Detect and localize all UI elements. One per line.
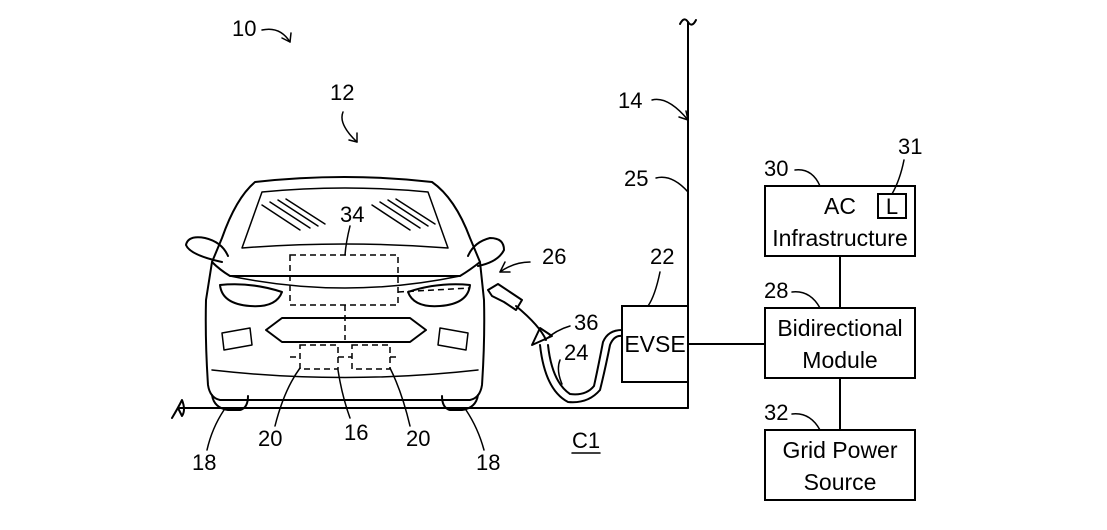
leader-30 [794, 169, 821, 187]
leader-12 [341, 111, 358, 143]
ref-22: 22 [650, 244, 674, 269]
leader-34 [344, 225, 351, 256]
ref-C1: C1 [572, 428, 600, 453]
leader-20-right [389, 367, 411, 427]
ref-34: 34 [340, 202, 364, 227]
charge-plug [487, 283, 523, 311]
load-label: L [886, 194, 898, 219]
ref-36: 36 [574, 310, 598, 335]
bidir-label-line2: Module [802, 347, 877, 373]
ref-20-left: 20 [258, 426, 282, 451]
battery-cell-left [299, 344, 339, 370]
ref-10: 10 [232, 16, 256, 41]
leader-10 [261, 28, 291, 43]
grid-label-line1: Grid Power [782, 437, 897, 463]
ref-30: 30 [764, 156, 788, 181]
leader-18-right [465, 409, 485, 451]
vehicle [185, 176, 505, 411]
bidir-label-line1: Bidirectional [777, 315, 902, 341]
arrow-26 [499, 261, 531, 273]
ref-18-right: 18 [476, 450, 500, 475]
leader-20-left [274, 367, 301, 427]
ref-28: 28 [764, 278, 788, 303]
leader-31 [891, 159, 905, 195]
ref-32: 32 [764, 400, 788, 425]
ref-31: 31 [898, 134, 922, 159]
ref-16: 16 [344, 420, 368, 445]
controller-box-34 [289, 254, 399, 306]
leader-22 [647, 271, 661, 307]
leader-24 [557, 359, 563, 385]
ref-24: 24 [564, 340, 588, 365]
ac-label-line2: Infrastructure [772, 225, 908, 251]
leader-16 [337, 369, 351, 419]
ref-18-left: 18 [192, 450, 216, 475]
ref-20-right: 20 [406, 426, 430, 451]
ref-26: 26 [542, 244, 566, 269]
battery-cell-right [351, 344, 391, 370]
leader-36 [544, 325, 571, 341]
ground-line [171, 399, 689, 419]
ref-14: 14 [618, 88, 642, 113]
leader-14 [651, 98, 689, 121]
leader-18-left [206, 409, 225, 451]
cable-24 [539, 334, 623, 404]
leader-28 [791, 291, 821, 309]
evse-label: EVSE [624, 331, 685, 357]
connector-36 [531, 327, 553, 346]
evse-box [621, 305, 689, 383]
ref-12: 12 [330, 80, 354, 105]
controller-port-link [397, 287, 471, 293]
ref-25: 25 [624, 166, 648, 191]
pole-top-break [679, 18, 697, 26]
leader-32 [791, 413, 821, 431]
grid-label-line2: Source [804, 469, 877, 495]
leader-25 [655, 176, 689, 193]
ac-label-line1: AC [824, 193, 856, 219]
